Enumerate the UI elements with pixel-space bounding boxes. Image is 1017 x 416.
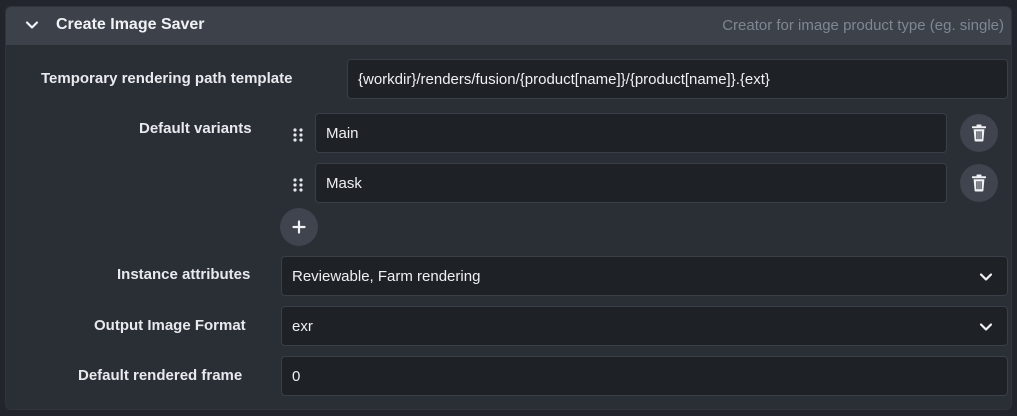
section-description: Creator for image product type (eg. sing… bbox=[722, 17, 1004, 34]
path-template-value: {workdir}/renders/fusion/{product[name]}… bbox=[358, 70, 770, 88]
delete-variant-button[interactable] bbox=[960, 164, 998, 202]
chevron-down-icon bbox=[979, 273, 993, 281]
path-template-input[interactable]: {workdir}/renders/fusion/{product[name]}… bbox=[347, 59, 1008, 99]
trash-icon bbox=[972, 174, 986, 192]
instance-attributes-label: Instance attributes bbox=[117, 266, 251, 283]
instance-attributes-value: Reviewable, Farm rendering bbox=[292, 267, 481, 285]
rendered-frame-value: 0 bbox=[292, 367, 301, 385]
output-format-dropdown[interactable]: exr bbox=[281, 306, 1008, 346]
trash-icon bbox=[972, 124, 986, 142]
chevron-down-icon bbox=[979, 323, 993, 331]
drag-handle-icon[interactable] bbox=[291, 126, 305, 144]
delete-variant-button[interactable] bbox=[960, 114, 998, 152]
variant-value: Main bbox=[326, 124, 359, 142]
variant-input-main[interactable]: Main bbox=[315, 113, 947, 153]
variant-input-mask[interactable]: Mask bbox=[315, 163, 947, 203]
section-header[interactable]: Create Image Saver Creator for image pro… bbox=[6, 7, 1011, 45]
default-variants-label: Default variants bbox=[139, 120, 252, 137]
rendered-frame-label: Default rendered frame bbox=[78, 367, 243, 384]
plus-icon bbox=[292, 220, 306, 234]
section-title: Create Image Saver bbox=[56, 16, 205, 33]
add-variant-button[interactable] bbox=[280, 208, 318, 246]
create-image-saver-panel: Create Image Saver Creator for image pro… bbox=[5, 6, 1012, 410]
chevron-down-icon[interactable] bbox=[25, 18, 39, 32]
drag-handle-icon[interactable] bbox=[291, 176, 305, 194]
output-format-value: exr bbox=[292, 317, 313, 335]
output-format-label: Output Image Format bbox=[94, 317, 246, 334]
instance-attributes-dropdown[interactable]: Reviewable, Farm rendering bbox=[281, 256, 1008, 296]
path-template-label: Temporary rendering path template bbox=[41, 70, 293, 87]
rendered-frame-input[interactable]: 0 bbox=[281, 356, 1008, 396]
variant-value: Mask bbox=[326, 174, 362, 192]
